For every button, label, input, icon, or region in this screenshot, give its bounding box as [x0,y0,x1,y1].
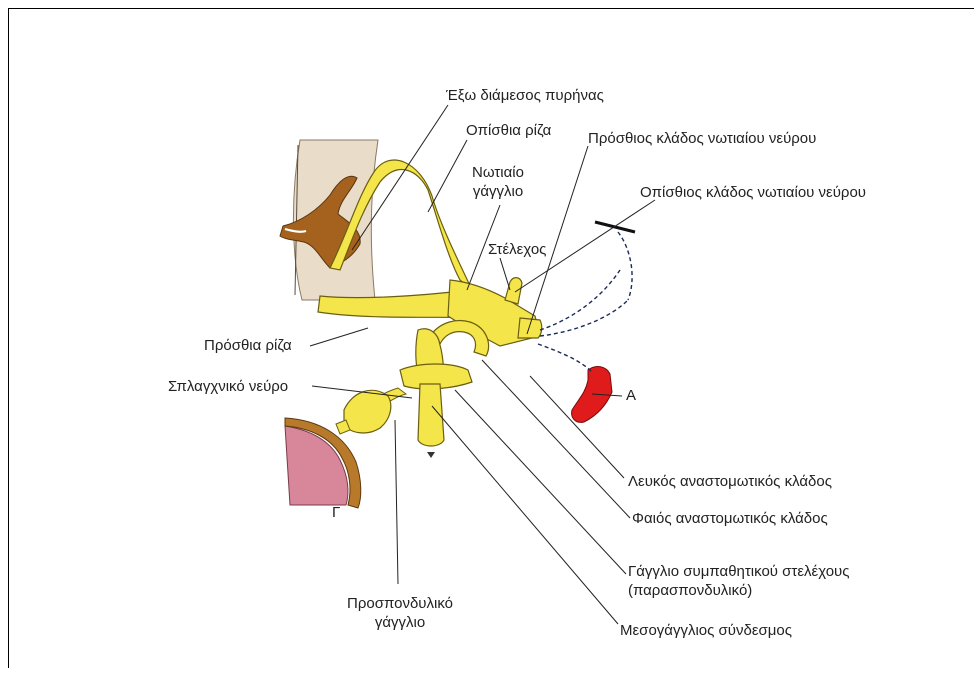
ventral-ramus [518,318,542,338]
prevertebral-ganglion [344,390,391,433]
label-gagglio-sympathitikou: Γάγγλιο συμπαθητικού στελέχους (παρασπον… [628,562,849,600]
leader-stelexos [500,258,510,290]
label-prospondyliko-line2: γάγγλιο [330,613,470,632]
leader-prosthia-riza [310,328,368,346]
label-g: Γ [332,503,340,522]
leader-gagglio [455,390,626,574]
down-arrow [427,452,435,458]
label-gagglio-line1: Γάγγλιο συμπαθητικού στελέχους [628,562,849,581]
label-notiaio-line1: Νωτιαίο [458,163,538,182]
label-leykos-anastomotikos: Λευκός αναστομωτικός κλάδος [628,472,832,491]
label-notiaio-line2: γάγγλιο [458,182,538,201]
skin-line [595,222,635,232]
label-opisthios-klados: Οπίσθιος κλάδος νωτιαίου νεύρου [640,183,866,202]
label-gagglio-line2: (παρασπονδυλικό) [628,581,849,600]
label-prospondyliko-line1: Προσπονδυλικό [330,594,470,613]
dashed-fiber-1 [540,270,620,330]
label-prosthia-riza: Πρόσθια ρίζα [204,336,292,355]
label-notiaio-gagglio: Νωτιαίο γάγγλιο [458,163,538,201]
dashed-fiber-2 [540,300,628,336]
label-splagxniko-neyro: Σπλαγχνικό νεύρο [168,377,288,396]
label-prospondyliko-gagglio: Προσπονδυλικό γάγγλιο [330,594,470,632]
label-faios-anastomotikos: Φαιός αναστομωτικός κλάδος [632,509,828,528]
dashed-fiber-4 [618,232,632,300]
label-stelexos: Στέλεχος [488,240,546,259]
label-prosthios-klados: Πρόσθιος κλάδος νωτιαίου νεύρου [588,129,816,148]
label-mesogagglios: Μεσογάγγλιος σύνδεσμος [620,621,792,640]
dashed-fiber-3 [538,344,592,372]
leader-mesogagglios [432,406,618,624]
label-exo-diamesos-pyrinas: Έξω διάμεσος πυρήνας [446,86,604,105]
leader-prospondyliko [395,420,398,584]
label-opisthia-riza: Οπίσθια ρίζα [466,121,551,140]
label-a: Α [626,386,636,405]
